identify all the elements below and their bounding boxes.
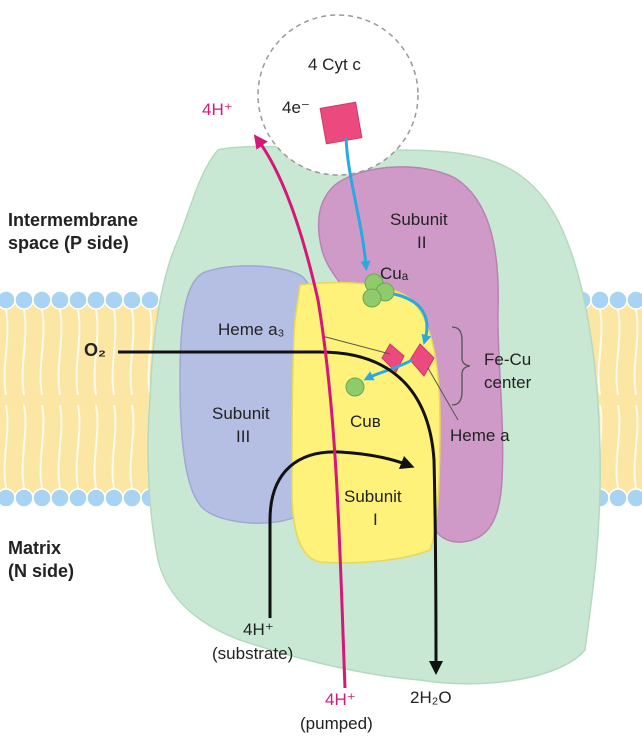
lipid-head bbox=[68, 488, 88, 508]
lipid-head bbox=[14, 290, 34, 310]
lipid-head bbox=[32, 290, 52, 310]
matrix-label-line2: (N side) bbox=[8, 561, 75, 581]
lipid-tail bbox=[21, 404, 27, 489]
lipid-head bbox=[590, 290, 610, 310]
lipid-tail bbox=[39, 309, 45, 396]
pumped-protons-bottom-label: 4H⁺ bbox=[325, 690, 356, 709]
lipid-head bbox=[608, 290, 628, 310]
electron-path-arrow-2 bbox=[393, 292, 432, 345]
lipid-tail bbox=[75, 309, 81, 396]
lipid-tail bbox=[75, 404, 81, 489]
lipid-head bbox=[68, 290, 88, 310]
lipid-head bbox=[86, 488, 106, 508]
intermembrane-label-line2: space (P side) bbox=[8, 233, 129, 253]
subunit-i-label-line2: I bbox=[373, 510, 378, 529]
lipid-tail bbox=[21, 309, 27, 396]
lipid-tail bbox=[597, 309, 603, 396]
lipid-tail bbox=[129, 404, 135, 489]
lipid-head bbox=[0, 488, 16, 508]
fe-cu-label-line1: Fe-Cu bbox=[484, 350, 532, 369]
subunit-ii-label-line1: Subunit bbox=[390, 210, 448, 229]
lipid-head bbox=[608, 488, 628, 508]
cua-copper-center bbox=[362, 273, 395, 308]
lipid-tail bbox=[633, 309, 639, 396]
lipid-tail bbox=[57, 309, 63, 396]
heme-a3-label: Heme a₃ bbox=[218, 320, 285, 339]
matrix-label-line1: Matrix bbox=[8, 538, 62, 558]
lipid-tail bbox=[615, 404, 621, 489]
subunit-iii-label-line1: Subunit bbox=[212, 404, 270, 423]
cyt-c-heme-square bbox=[319, 101, 363, 145]
lipid-tail bbox=[39, 404, 45, 489]
cua-label: Cuₐ bbox=[380, 264, 409, 283]
lipid-head bbox=[14, 488, 34, 508]
intermembrane-label-line1: Intermembrane bbox=[8, 210, 139, 230]
lipid-tail bbox=[633, 404, 639, 489]
lipid-head bbox=[626, 290, 642, 310]
pumped-protons-top-label: 4H⁺ bbox=[202, 100, 233, 119]
oxygen-path-arrow bbox=[118, 350, 443, 675]
lipid-tail bbox=[3, 404, 9, 489]
lipid-head bbox=[0, 290, 16, 310]
water-label: 2H₂O bbox=[410, 688, 452, 707]
heme-a-pointer bbox=[427, 367, 459, 421]
cyt-c-label: 4 Cyt c bbox=[308, 55, 361, 74]
lipid-head bbox=[32, 488, 52, 508]
pumped-proton-arrow bbox=[253, 134, 347, 689]
lipid-tail bbox=[3, 309, 9, 396]
lipid-head bbox=[122, 290, 142, 310]
electron-path-arrow-1 bbox=[344, 137, 371, 271]
heme-a-label: Heme a bbox=[450, 426, 510, 445]
oxygen-label: O₂ bbox=[84, 340, 106, 360]
substrate-protons-label: 4H⁺ bbox=[243, 620, 274, 639]
lipid-tail bbox=[93, 309, 99, 396]
lipid-head bbox=[140, 290, 160, 310]
lipid-head bbox=[86, 290, 106, 310]
fe-cu-bracket bbox=[451, 326, 471, 406]
pumped-label: (pumped) bbox=[300, 714, 373, 733]
fe-cu-label-line2: center bbox=[484, 373, 532, 392]
lipid-head bbox=[104, 488, 124, 508]
cyt-c-circle bbox=[257, 14, 419, 176]
lipid-tail bbox=[111, 404, 117, 489]
lipid-tail bbox=[93, 404, 99, 489]
subunit-ii-label-line2: II bbox=[417, 233, 427, 252]
lipid-tail bbox=[57, 404, 63, 489]
subunit-iii-label-line2: III bbox=[236, 427, 251, 446]
lipid-head bbox=[626, 488, 642, 508]
lipid-head bbox=[50, 488, 70, 508]
substrate-proton-arrow bbox=[268, 450, 415, 618]
lipid-tail bbox=[111, 309, 117, 396]
cub-copper-center bbox=[345, 377, 365, 397]
lipid-head bbox=[50, 290, 70, 310]
cub-label: Cuʙ bbox=[350, 412, 381, 431]
electrons-label: 4e⁻ bbox=[282, 98, 310, 117]
lipid-tail bbox=[615, 309, 621, 396]
lipid-head bbox=[104, 290, 124, 310]
lipid-head bbox=[122, 488, 142, 508]
heme-a3-pointer bbox=[321, 335, 391, 355]
substrate-label: (substrate) bbox=[212, 644, 294, 663]
subunit-i-label-line1: Subunit bbox=[344, 487, 402, 506]
